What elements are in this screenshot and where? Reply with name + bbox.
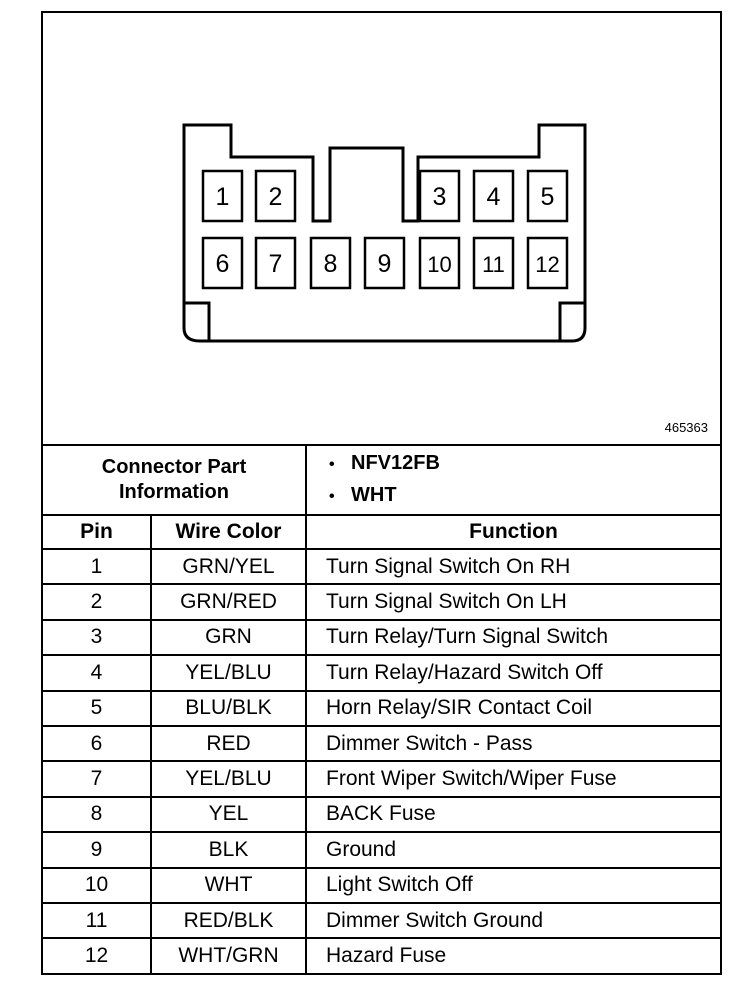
- pin-number: 4: [487, 183, 501, 211]
- pin-cell: 8: [43, 795, 152, 834]
- pin-cell: 3: [43, 618, 152, 657]
- function-cell: Turn Signal Switch On RH: [305, 547, 720, 586]
- pin-box: [363, 236, 406, 290]
- function-cell: Horn Relay/SIR Contact Coil: [305, 689, 720, 727]
- wire-color-cell: BLU/BLK: [150, 689, 307, 727]
- wire-color-cell: GRN/YEL: [150, 547, 307, 586]
- function-cell: Turn Relay/Turn Signal Switch: [305, 618, 720, 657]
- function-cell: Front Wiper Switch/Wiper Fuse: [305, 760, 720, 798]
- function-cell: Ground: [305, 831, 720, 869]
- pin-number: 3: [433, 183, 447, 211]
- function-cell: Hazard Fuse: [305, 937, 720, 973]
- pin-cell: 7: [43, 760, 152, 798]
- pin-box: [418, 236, 461, 290]
- connector-info-label-line1: Connector Part: [101, 456, 247, 478]
- pin-box: [472, 236, 515, 290]
- function-cell: Turn Relay/Hazard Switch Off: [305, 654, 720, 692]
- pin-box: [472, 169, 515, 223]
- pin-cell: 4: [43, 654, 152, 692]
- pin-box: [201, 236, 244, 290]
- pin-number: 7: [269, 250, 283, 278]
- pin-cell: 1: [43, 547, 152, 586]
- connector-outline: [182, 123, 587, 343]
- header-pin: Pin: [43, 514, 152, 550]
- connector-info-row: Connector Part Information NFV12FB WHT: [43, 444, 720, 516]
- function-cell: Dimmer Switch - Pass: [305, 724, 720, 763]
- connector-info-label: Connector Part Information: [43, 444, 307, 516]
- connector-table: Connector Part Information NFV12FB WHT P…: [43, 444, 720, 973]
- pin-box: [254, 236, 297, 290]
- pin-number: 2: [269, 183, 283, 211]
- connector-info-values: NFV12FB WHT: [305, 444, 720, 516]
- wire-color-cell: YEL: [150, 795, 307, 834]
- pin-number: 12: [535, 252, 559, 277]
- pin-box: [526, 236, 569, 290]
- wire-color-cell: WHT/GRN: [150, 937, 307, 973]
- pin-number: 8: [324, 250, 338, 278]
- pin-box: [201, 169, 244, 223]
- pin-cell: 9: [43, 831, 152, 869]
- function-cell: Light Switch Off: [305, 866, 720, 904]
- pin-cell: 12: [43, 937, 152, 973]
- connector-info-label-line2: Information: [119, 481, 229, 503]
- wire-color-cell: YEL/BLU: [150, 654, 307, 692]
- latch-left: [184, 301, 211, 341]
- function-cell: BACK Fuse: [305, 795, 720, 834]
- pin-number: 9: [378, 250, 392, 278]
- connector-part-number: NFV12FB: [351, 448, 720, 480]
- header-wire-color: Wire Color: [150, 514, 307, 550]
- function-cell: Dimmer Switch Ground: [305, 901, 720, 940]
- connector-color: WHT: [351, 480, 720, 512]
- pin-box: [309, 236, 352, 290]
- wire-color-cell: WHT: [150, 866, 307, 904]
- pin-cell: 6: [43, 724, 152, 763]
- wire-color-cell: RED: [150, 724, 307, 763]
- reference-number: 465363: [664, 420, 708, 435]
- pin-box: [526, 169, 569, 223]
- table-header-row: Pin Wire Color Function: [43, 514, 720, 550]
- header-function: Function: [305, 514, 720, 550]
- pin-cell: 11: [43, 901, 152, 940]
- pin-box: [254, 169, 297, 223]
- wire-color-cell: BLK: [150, 831, 307, 869]
- pin-cell: 10: [43, 866, 152, 904]
- pin-cell: 2: [43, 583, 152, 621]
- wire-color-cell: GRN/RED: [150, 583, 307, 621]
- wire-color-cell: RED/BLK: [150, 901, 307, 940]
- pin-number: 10: [427, 252, 451, 277]
- pin-number: 5: [541, 183, 555, 211]
- latch-right: [558, 301, 585, 341]
- pin-number: 6: [216, 250, 230, 278]
- function-cell: Turn Signal Switch On LH: [305, 583, 720, 621]
- pin-number: 1: [216, 183, 230, 211]
- pin-box: [418, 169, 461, 223]
- wire-color-cell: YEL/BLU: [150, 760, 307, 798]
- pin-cell: 5: [43, 689, 152, 727]
- pin-number: 11: [482, 252, 505, 277]
- wire-color-cell: GRN: [150, 618, 307, 657]
